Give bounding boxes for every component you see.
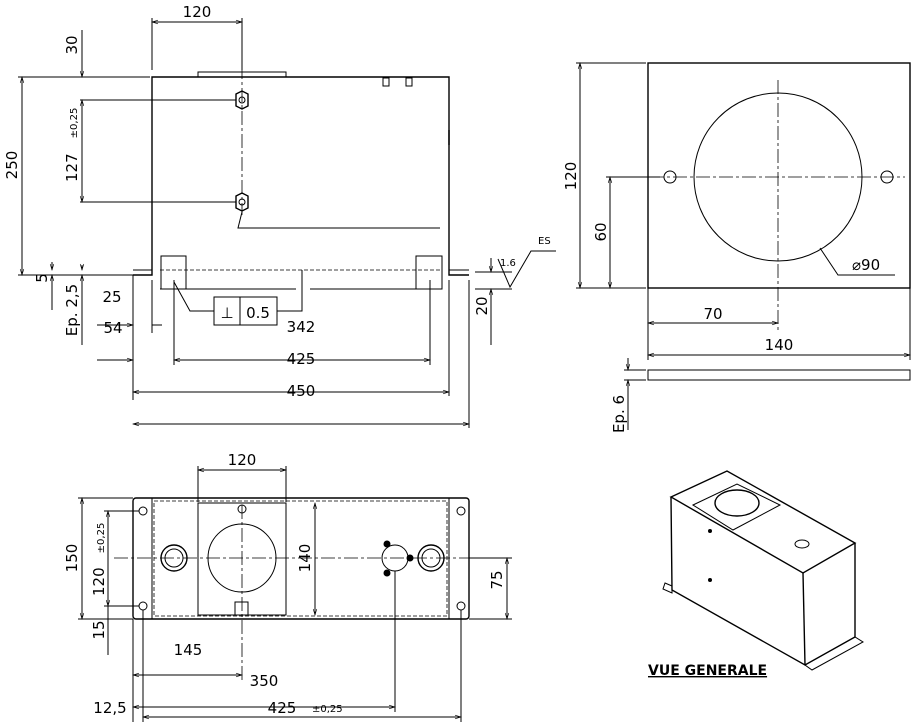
dim-60: 60 — [592, 222, 610, 241]
perpendicular-symbol: ⊥ — [220, 304, 233, 322]
dim-450: 450 — [287, 382, 316, 400]
plate-outline — [647, 62, 911, 289]
foot-right — [415, 255, 443, 290]
surface-finish-symbol: 1.6 ES — [497, 236, 556, 289]
iso-top-face — [669, 470, 857, 574]
dim-12-5: 12,5 — [93, 699, 126, 717]
dim-150: 150 — [63, 544, 81, 573]
front-view: 120 250 30 127 ±0,25 5 Ep. 2,5 25 54 342… — [3, 3, 556, 428]
dim-diameter-90: ⌀90 — [852, 256, 880, 274]
dim-425-tolerance: ±0,25 — [312, 704, 343, 715]
dim-25: 25 — [102, 288, 121, 306]
plate-side-view — [647, 369, 911, 381]
dim-140: 140 — [296, 544, 314, 573]
view-title: VUE GENERALE — [648, 663, 767, 679]
dim-70: 70 — [703, 305, 722, 323]
dim-15: 15 — [90, 620, 108, 639]
top-view: 120 150 120 ±0,25 15 140 75 145 350 12,5… — [63, 451, 512, 722]
dim-425: 425 — [287, 350, 316, 368]
vent-cap-icon — [381, 540, 414, 577]
dim-127: 127 — [63, 153, 81, 182]
dim-120: 120 — [562, 162, 580, 191]
plate-view: 120 60 70 140 ⌀90 Ep. 6 — [562, 63, 910, 433]
dim-20: 20 — [473, 296, 491, 315]
thickness-label: Ep. 6 — [610, 395, 628, 433]
dim-120: 120 — [183, 3, 212, 21]
gland-left-icon — [160, 544, 188, 572]
perpendicularity-tolerance-frame: ⊥ 0.5 — [173, 270, 303, 326]
dim-145: 145 — [174, 641, 203, 659]
thickness-label: Ep. 2,5 — [63, 284, 81, 336]
dim-250: 250 — [3, 151, 21, 180]
tolerance-value: 0.5 — [246, 304, 270, 322]
dim-5: 5 — [33, 273, 51, 283]
dim-120: 120 — [228, 451, 257, 469]
roughness-value: 1.6 — [500, 258, 516, 269]
dim-425: 425 — [268, 699, 297, 717]
dim-342: 342 — [287, 318, 316, 336]
dim-30: 30 — [63, 35, 81, 54]
isometric-view: VUE GENERALE — [648, 470, 864, 679]
dim-120-tolerance: ±0,25 — [96, 523, 107, 554]
nut-icon — [235, 90, 249, 110]
surface-code: ES — [538, 236, 551, 247]
dim-350: 350 — [250, 672, 279, 690]
dim-127-tolerance: ±0,25 — [69, 108, 80, 139]
dim-140: 140 — [765, 336, 794, 354]
dim-75: 75 — [488, 570, 506, 589]
nut-icon — [235, 192, 249, 212]
dim-120-holes: 120 — [90, 567, 108, 596]
gland-right-icon — [417, 544, 445, 572]
dim-54: 54 — [103, 319, 122, 337]
tank-body-outline — [133, 76, 469, 276]
